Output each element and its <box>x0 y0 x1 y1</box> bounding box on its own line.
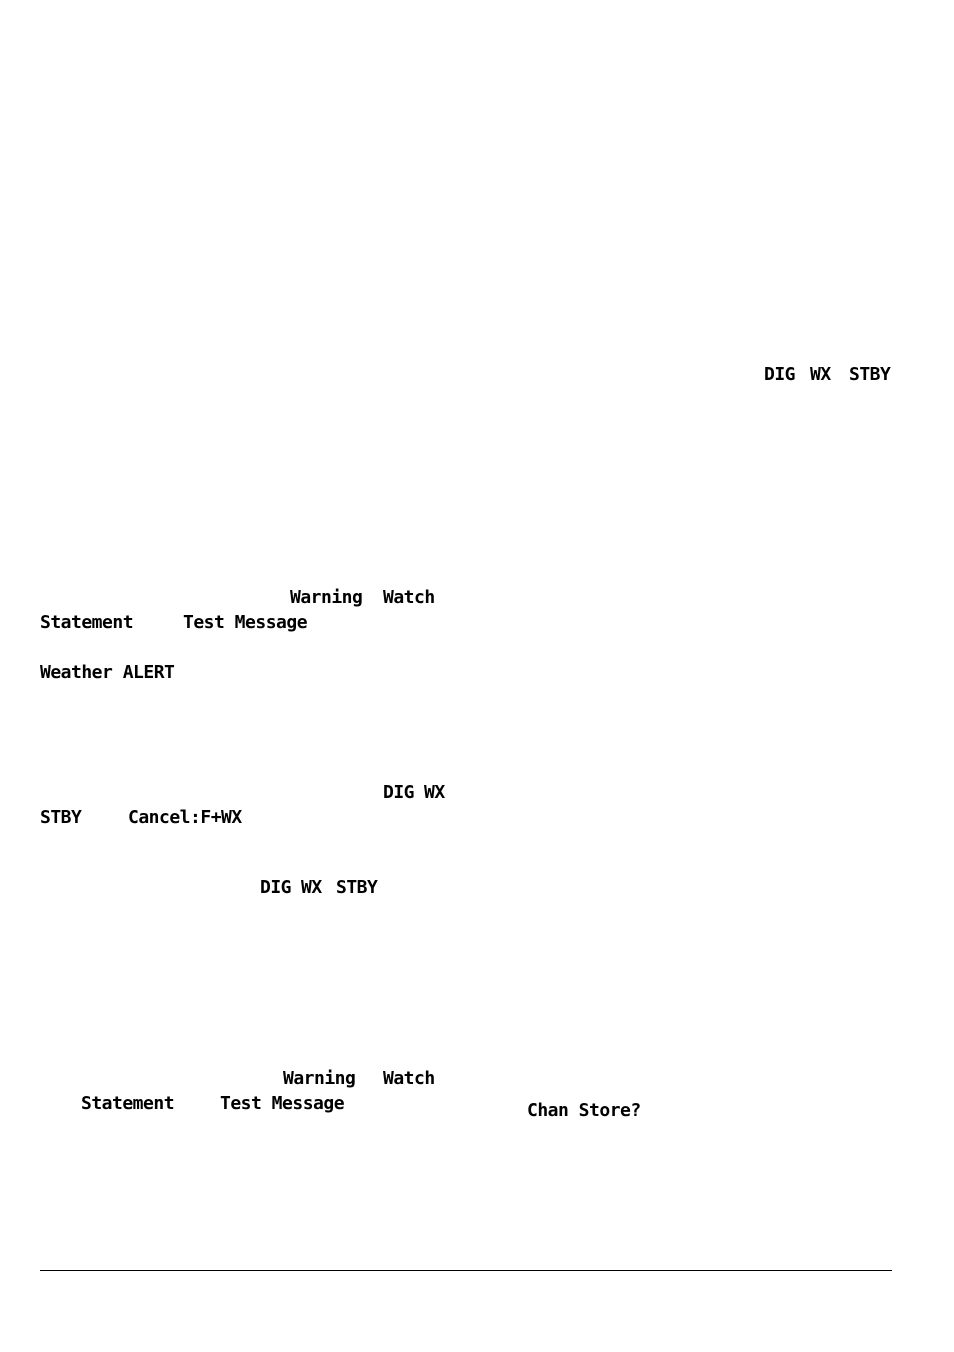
lcd-wx-label: WX <box>424 782 445 803</box>
lcd-watch-label: Watch <box>383 1068 435 1089</box>
lcd-watch-label: Watch <box>383 587 435 608</box>
lcd-statement-label: Statement <box>81 1093 175 1114</box>
lcd-wx-label: WX <box>810 364 831 385</box>
lcd-warning-label: Warning <box>290 587 363 608</box>
lcd-statement-label: Statement <box>40 612 134 633</box>
lcd-test-message-label: Test Message <box>220 1093 345 1114</box>
lcd-wx-label: WX <box>301 877 322 898</box>
lcd-stby-label: STBY <box>336 877 378 898</box>
lcd-dig-label: DIG <box>260 877 292 898</box>
lcd-dig-label: DIG <box>764 364 796 385</box>
footer-divider <box>40 1270 892 1271</box>
lcd-chan-store-label: Chan Store? <box>527 1100 641 1121</box>
lcd-stby-label: STBY <box>40 807 82 828</box>
lcd-stby-label: STBY <box>849 364 891 385</box>
lcd-dig-label: DIG <box>383 782 415 803</box>
lcd-warning-label: Warning <box>283 1068 356 1089</box>
lcd-weather-alert-label: Weather ALERT <box>40 662 175 683</box>
lcd-cancel-label: Cancel:F+WX <box>128 807 242 828</box>
lcd-test-message-label: Test Message <box>183 612 308 633</box>
